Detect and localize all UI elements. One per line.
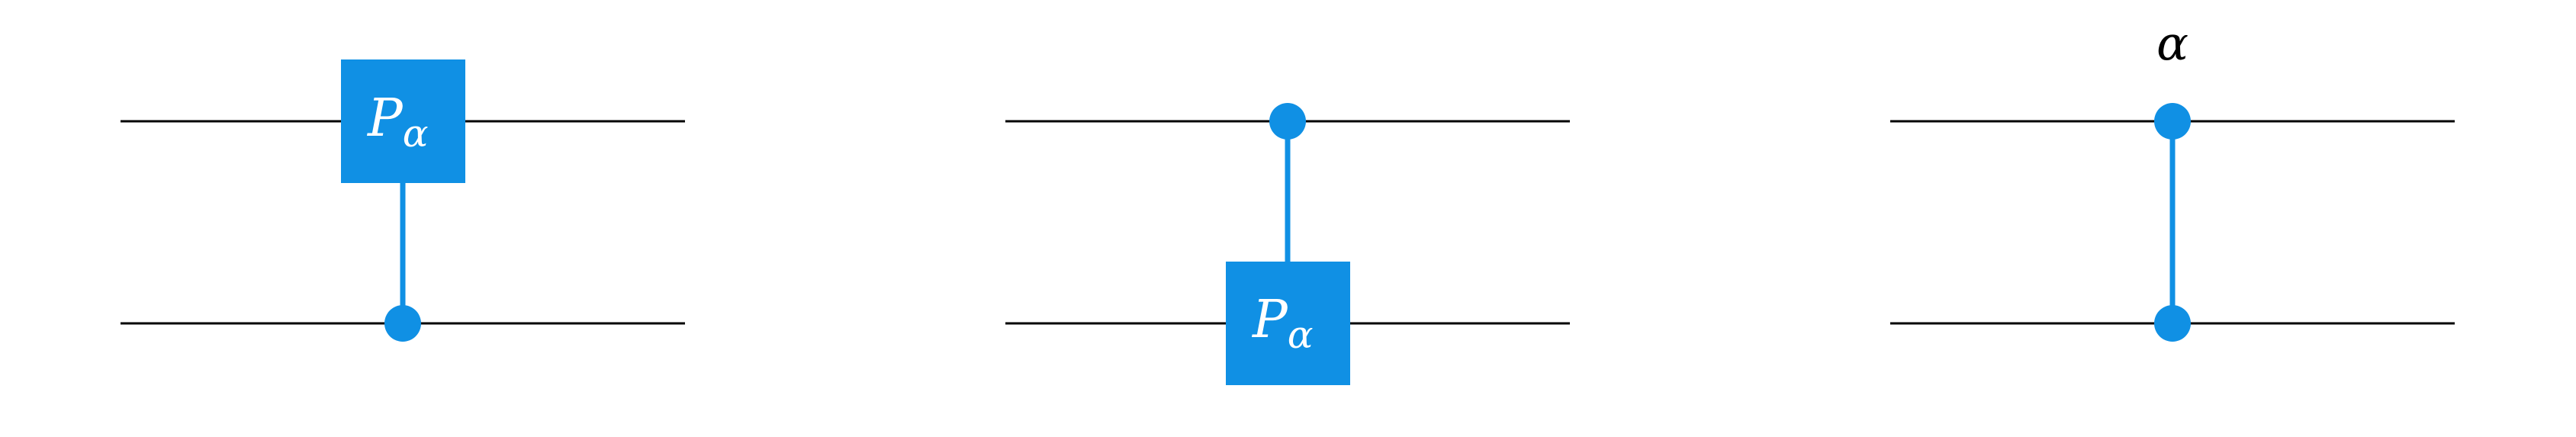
circuit-2-gate-label: Pα <box>1251 290 1314 357</box>
circuit-1-phase-gate <box>341 59 465 183</box>
circuit-2: Pα <box>1005 103 1570 385</box>
circuit-2-phase-gate <box>1226 262 1350 385</box>
circuit-3-bottom-control-dot <box>2154 305 2191 342</box>
circuit-3: α <box>1890 15 2455 342</box>
circuit-1-control-dot <box>384 305 421 342</box>
circuit-3-parameter-label: α <box>2156 15 2188 71</box>
circuit-1: Pα <box>121 59 685 342</box>
circuit-2-control-dot <box>1269 103 1306 140</box>
circuit-1-gate-label: Pα <box>366 88 429 156</box>
circuit-3-top-control-dot <box>2154 103 2191 140</box>
